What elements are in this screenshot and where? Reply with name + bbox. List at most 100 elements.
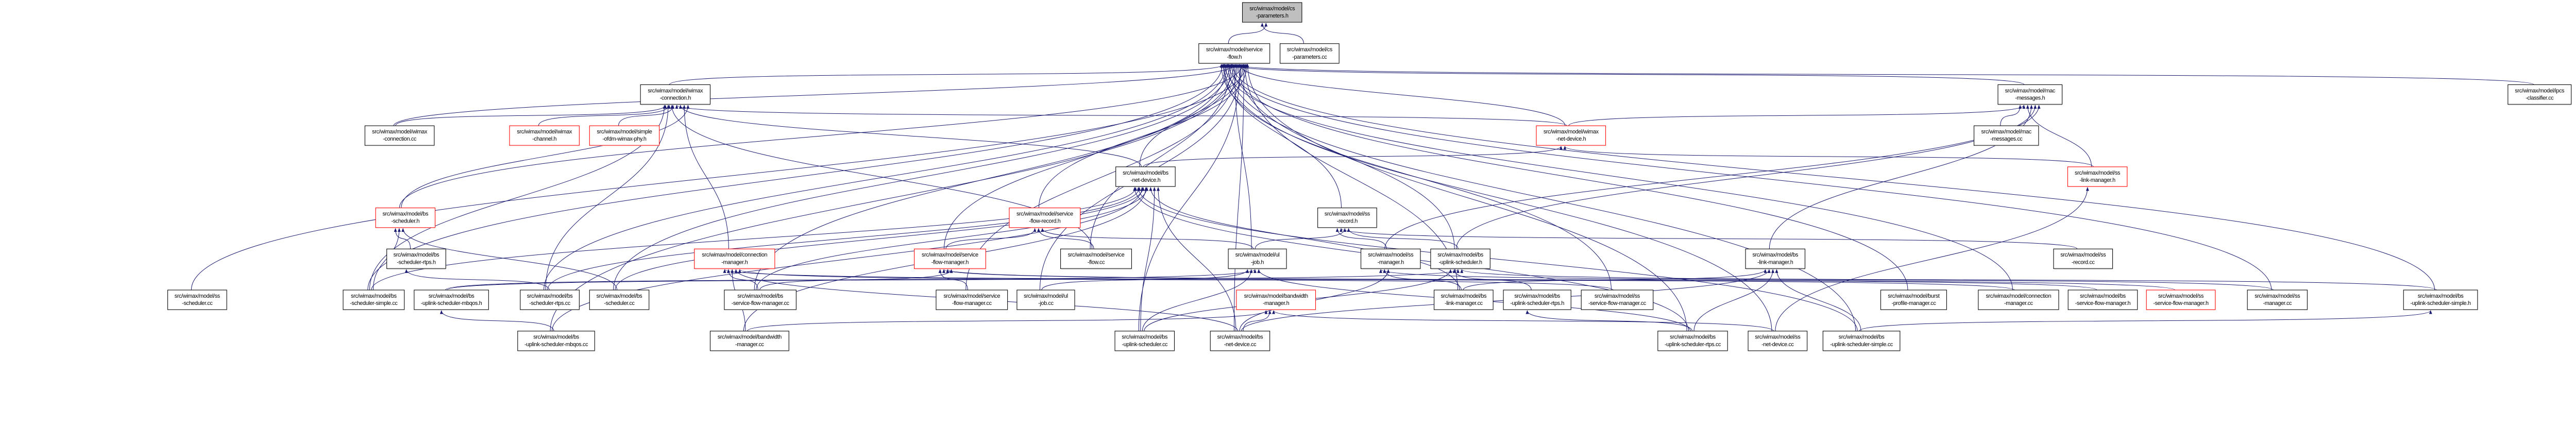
file-node-ss-net-device-cc[interactable]: src/wimax/model/ss-net-device.cc — [1748, 331, 1808, 351]
file-node-service-flow-h[interactable]: src/wimax/model/service-flow.h — [1198, 43, 1270, 64]
include-edge — [1775, 186, 2089, 331]
node-label-line: -uplink-scheduler.cc — [1122, 342, 1168, 348]
file-node-connection-manager-cc[interactable]: src/wimax/model/connection-manager.cc — [1978, 289, 2059, 311]
file-node-wimax-connection-cc[interactable]: src/wimax/model/wimax-connection.cc — [364, 125, 435, 146]
file-node-bs-uplink-scheduler-mbqos-cc[interactable]: src/wimax/model/bs-uplink-scheduler-mbqo… — [517, 331, 595, 351]
include-edge — [618, 105, 675, 126]
file-node-service-flow-manager-h[interactable]: src/wimax/model/service-flow-manager.h — [914, 248, 986, 269]
node-label-line: -flow.cc — [1088, 259, 1105, 265]
node-label-line: src/wimax/model/bs — [1514, 293, 1560, 299]
file-node-ss-link-manager-h[interactable]: src/wimax/model/ss-link-manager.h — [2067, 166, 2128, 187]
include-edge — [1041, 228, 1254, 249]
node-label-line: -link-manager.h — [1757, 259, 1793, 265]
node-box-truncated — [509, 125, 580, 146]
file-node-service-flow-manager-cc[interactable]: src/wimax/model/service-flow-manager.cc — [936, 289, 1008, 311]
node-label-line: -uplink-scheduler-rtps.cc — [1665, 342, 1721, 348]
file-node-bs-uplink-scheduler-simple-h[interactable]: src/wimax/model/bs-uplink-scheduler-simp… — [2403, 289, 2478, 311]
file-node-bs-uplink-scheduler-h[interactable]: src/wimax/model/bs-uplink-scheduler.h — [1430, 248, 1490, 269]
node-label-line: -scheduler-rtps.cc — [529, 300, 571, 306]
node-label-line: src/wimax/model/bs — [737, 293, 783, 299]
file-node-bs-uplink-scheduler-mbqos-h[interactable]: src/wimax/model/bs-uplink-scheduler-mbqo… — [414, 289, 489, 311]
node-label-line: -flow.h — [1227, 54, 1242, 60]
include-edge — [946, 269, 2176, 291]
file-node-connection-manager-h[interactable]: src/wimax/model/connection-manager.h — [694, 248, 775, 269]
file-node-wimax-channel-h[interactable]: src/wimax/model/wimax-channel.h — [509, 125, 580, 146]
file-node-service-flow-cc[interactable]: src/wimax/model/service-flow.cc — [1060, 248, 1132, 269]
node-label-line: -manager.h — [721, 259, 748, 265]
node-label-line: src/wimax/model/service — [1016, 211, 1073, 217]
include-dependency-graph: src/wimax/model/cs-parameters.hsrc/wimax… — [167, 2, 2572, 351]
file-node-bs-net-device-cc[interactable]: src/wimax/model/bs-net-device.cc — [1210, 331, 1270, 351]
file-node-ipcs-classifier-cc[interactable]: src/wimax/model/ipcs-classifier.cc — [2507, 84, 2572, 105]
node-label-line: src/wimax/model/cs — [1249, 6, 1295, 12]
file-node-burst-profile-manager-cc[interactable]: src/wimax/model/burst-profile-manager.cc — [1880, 289, 1947, 311]
file-node-ss-manager-cc[interactable]: src/wimax/model/ss-manager.cc — [2247, 289, 2308, 311]
include-edge — [738, 269, 1614, 291]
node-label-line: src/wimax/model/ss — [1755, 334, 1800, 340]
file-node-bandwidth-manager-cc[interactable]: src/wimax/model/bandwidth-manager.cc — [709, 331, 789, 351]
node-label-line: src/wimax/model/bs — [429, 293, 474, 299]
file-node-ss-record-cc[interactable]: src/wimax/model/ss-record.cc — [2053, 248, 2113, 269]
file-node-ss-service-flow-manager-cc[interactable]: src/wimax/model/ss-service-flow-manager.… — [1581, 289, 1654, 311]
node-label-line: src/wimax/model/bs — [2418, 293, 2464, 299]
file-node-bs-scheduler-simple-cc[interactable]: src/wimax/model/bs-scheduler-simple.cc — [343, 289, 405, 311]
node-box-truncated — [914, 248, 986, 269]
node-label-line: -parameters.h — [1256, 13, 1289, 19]
node-label-line: -flow-manager.h — [931, 259, 969, 265]
file-node-simple-ofdm-wimax-phy-h[interactable]: src/wimax/model/simple-ofdm-wimax-phy.h — [589, 125, 660, 146]
node-label-line: src/wimax/model/ss — [2158, 293, 2204, 299]
node-label-line: -job.cc — [1038, 300, 1054, 306]
node-box-truncated — [589, 125, 660, 146]
file-node-ss-service-flow-manager-h[interactable]: src/wimax/model/ss-service-flow-manager.… — [2146, 289, 2216, 311]
include-edge — [1859, 310, 2432, 332]
file-node-bs-service-flow-manager-h[interactable]: src/wimax/model/bs-service-flow-manager.… — [2067, 289, 2138, 311]
file-node-bs-uplink-scheduler-simple-cc[interactable]: src/wimax/model/bs-uplink-scheduler-simp… — [1822, 331, 1901, 351]
file-node-service-flow-record-h[interactable]: src/wimax/model/service-flow-record.h — [1009, 208, 1081, 228]
node-box — [1317, 208, 1377, 228]
node-box — [1433, 289, 1494, 310]
file-node-bs-scheduler-h[interactable]: src/wimax/model/bs-scheduler.h — [375, 208, 436, 228]
node-label-line: -messages.cc — [1990, 136, 2023, 142]
file-node-bs-uplink-scheduler-cc[interactable]: src/wimax/model/bs-uplink-scheduler.cc — [1114, 331, 1175, 351]
node-box — [2053, 248, 2113, 269]
node-label-line: src/wimax/model/bs — [1217, 334, 1263, 340]
node-box — [724, 289, 796, 310]
node-label-line: -service-flow-manager.cc — [1588, 300, 1647, 306]
file-node-bs-net-device-h[interactable]: src/wimax/model/bs-net-device.h — [1115, 166, 1176, 187]
node-box — [1822, 331, 1901, 351]
file-node-mac-messages-h[interactable]: src/wimax/model/mac-messages.h — [1997, 84, 2063, 105]
node-label-line: -connection.h — [660, 95, 691, 101]
file-node-ss-scheduler-cc[interactable]: src/wimax/model/ss-scheduler.cc — [167, 289, 227, 311]
node-label-line: src/wimax/model/bs — [2080, 293, 2126, 299]
include-edge — [1228, 23, 1268, 44]
file-node-bs-scheduler-cc[interactable]: src/wimax/model/bs-scheduler.cc — [589, 289, 650, 311]
node-label-line: -parameters.cc — [1292, 54, 1327, 60]
file-node-ss-record-h[interactable]: src/wimax/model/ss-record.h — [1317, 208, 1377, 228]
node-label-line: src/wimax/model/connection — [1986, 293, 2051, 299]
file-node-cs-parameters-h[interactable]: src/wimax/model/cs-parameters.h — [1242, 2, 1302, 23]
file-node-bandwidth-manager-h[interactable]: src/wimax/model/bandwidth-manager.h — [1236, 289, 1316, 311]
file-node-bs-link-manager-cc[interactable]: src/wimax/model/bs-link-manager.cc — [1433, 289, 1494, 311]
file-node-bs-uplink-scheduler-rtps-h[interactable]: src/wimax/model/bs-uplink-scheduler-rtps… — [1503, 289, 1571, 311]
file-node-bs-service-flow-manager-cc[interactable]: src/wimax/model/bs-service-flow-manager.… — [724, 289, 796, 311]
file-node-cs-parameters-cc[interactable]: src/wimax/model/cs-parameters.cc — [1280, 43, 1340, 64]
file-node-wimax-connection-h[interactable]: src/wimax/model/wimax-connection.h — [640, 84, 711, 105]
file-node-bs-link-manager-h[interactable]: src/wimax/model/bs-link-manager.h — [1745, 248, 1806, 269]
node-label-line: src/wimax/model/bs — [394, 252, 439, 258]
file-node-bs-scheduler-rtps-h[interactable]: src/wimax/model/bs-scheduler-rtps.h — [386, 248, 446, 269]
file-node-bs-uplink-scheduler-rtps-cc[interactable]: src/wimax/model/bs-uplink-scheduler-rtps… — [1657, 331, 1728, 351]
file-node-ul-job-cc[interactable]: src/wimax/model/ul-job.cc — [1016, 289, 1075, 311]
node-box — [1503, 289, 1571, 310]
include-edge — [1347, 228, 1459, 249]
node-label-line: src/wimax/model/ss — [1368, 252, 1413, 258]
file-node-mac-messages-cc[interactable]: src/wimax/model/mac-messages.cc — [1973, 125, 2039, 146]
file-node-wimax-net-device-h[interactable]: src/wimax/model/wimax-net-device.h — [1536, 125, 1606, 146]
file-node-ss-manager-h[interactable]: src/wimax/model/ss-manager.h — [1360, 248, 1421, 269]
include-edge — [945, 228, 1037, 249]
node-label-line: src/wimax/model/bs — [533, 334, 579, 340]
node-label-line: src/wimax/model/burst — [1888, 293, 1940, 299]
include-edge — [445, 269, 1257, 291]
file-node-ul-job-h[interactable]: src/wimax/model/ul-job.h — [1228, 248, 1287, 269]
file-node-bs-scheduler-rtps-cc[interactable]: src/wimax/model/bs-scheduler-rtps.cc — [520, 289, 580, 311]
include-edge — [1230, 63, 1908, 291]
